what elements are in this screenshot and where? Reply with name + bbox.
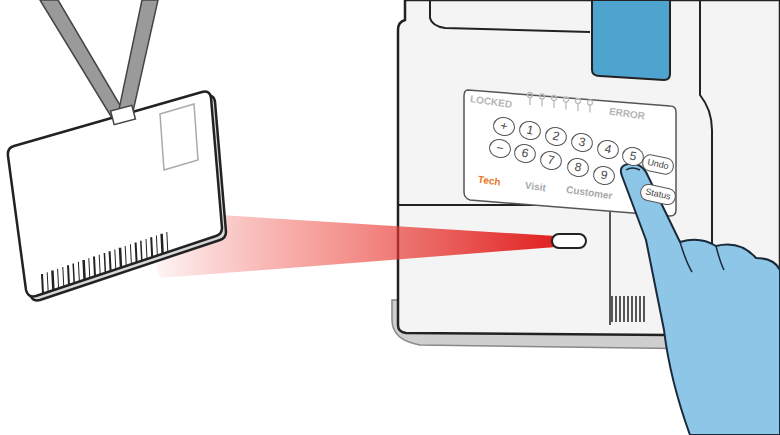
badge-photo [160,104,198,170]
keypad-panel: LOCKED ERROR Tech Visit Customer +1 2 3 4 5 Undo − 6… [462,86,677,216]
keypad-key: 7 [538,148,563,171]
gloved-hand [621,164,780,435]
key-label: 9 [599,168,608,182]
key-label: 5 [628,149,637,163]
lock-indicators [528,93,593,113]
key-label: 4 [603,142,612,156]
lanyard-strap [40,0,124,118]
keypad-key: 9 [591,163,616,186]
key-label: 7 [546,153,555,167]
id-badge [8,92,222,297]
keypad-key: 3 [569,130,594,153]
keypad-key: 6 [512,141,537,164]
keypad-key: 2 [543,124,568,147]
cartridge [592,0,670,80]
indicator-label: ERROR [608,105,646,123]
keypad-key: 8 [565,155,590,178]
function-key: Undo [641,152,676,175]
mode-label: Customer [565,183,613,202]
barcode [42,232,168,294]
lanyard-strap [118,0,158,116]
indicator-label: LOCKED [469,92,513,111]
key-label: 8 [573,160,582,174]
keypad-key: 1 [517,118,542,141]
finger-lines [626,168,724,272]
machine-edge [430,0,590,32]
badge-clip [111,105,136,124]
key-label: − [495,141,505,155]
key-label: 1 [525,123,534,137]
machine-edge [609,205,611,325]
function-key: Status [639,182,678,206]
key-label: Status [644,185,672,203]
mode-label: Tech [477,172,501,188]
key-label: 2 [551,129,560,143]
key-label: + [499,119,509,133]
keypad-key: + [491,114,516,137]
keypad-key: − [487,136,512,159]
mode-label: Visit [524,179,547,195]
keypad-key: 4 [595,137,620,160]
scanner-window [552,234,586,248]
key-label: 3 [577,135,586,149]
key-label: 6 [520,146,529,160]
key-label: Undo [646,155,670,172]
vent-slots [612,296,644,322]
